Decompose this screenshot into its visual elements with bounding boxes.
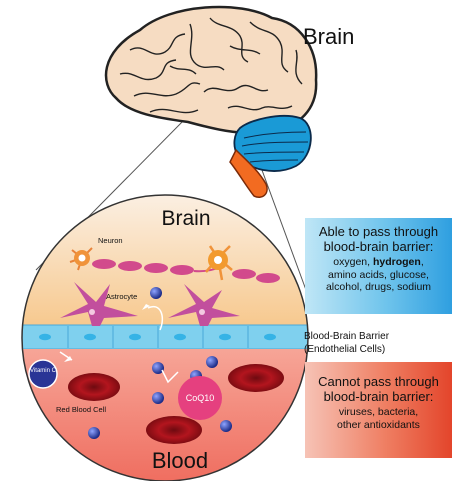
fail-title-line1: Cannot pass through <box>305 374 452 389</box>
fail-title-line2: blood-brain barrier: <box>305 389 452 404</box>
fail-body-line2: other antioxidants <box>305 419 452 432</box>
pass-body-line3: alcohol, drugs, sodium <box>305 281 452 294</box>
pass-body-line2: amino acids, glucose, <box>305 269 452 282</box>
neuron-label: Neuron <box>98 236 123 245</box>
vitamin-c-label: Vitamin C <box>30 368 56 375</box>
fail-body-line1: viruses, bacteria, <box>305 406 452 419</box>
pass-title-line1: Able to pass through <box>305 224 452 239</box>
pass-body-comma: , <box>421 256 424 268</box>
pass-body-hydrogen: hydrogen <box>373 256 421 268</box>
brain-zone-title: Brain <box>136 207 236 231</box>
blood-zone-title: Blood <box>120 448 240 474</box>
pass-body-line1: oxygen, hydrogen, <box>305 256 452 269</box>
cross-section <box>20 195 320 481</box>
barrier-label: Blood-Brain Barrier (Endothelial Cells) <box>304 330 389 356</box>
barrier-label-line2: (Endothelial Cells) <box>304 343 389 356</box>
astrocyte-label: Astrocyte <box>106 292 137 301</box>
coq10-label: CoQ10 <box>178 393 222 403</box>
pass-body-oxygen: oxygen, <box>333 256 373 268</box>
cannot-pass-box: Cannot pass through blood-brain barrier:… <box>305 362 452 458</box>
fail-box-title: Cannot pass through blood-brain barrier: <box>305 374 452 404</box>
pass-through-box: Able to pass through blood-brain barrier… <box>305 218 452 314</box>
pass-box-body: oxygen, hydrogen, amino acids, glucose, … <box>305 256 452 294</box>
brain-title: Brain <box>303 24 354 50</box>
brain-illustration <box>106 7 316 197</box>
pass-box-title: Able to pass through blood-brain barrier… <box>305 224 452 254</box>
red-blood-cell-label: Red Blood Cell <box>56 405 106 414</box>
fail-box-body: viruses, bacteria, other antioxidants <box>305 406 452 431</box>
barrier-label-line1: Blood-Brain Barrier <box>304 330 389 343</box>
pass-title-line2: blood-brain barrier: <box>305 239 452 254</box>
